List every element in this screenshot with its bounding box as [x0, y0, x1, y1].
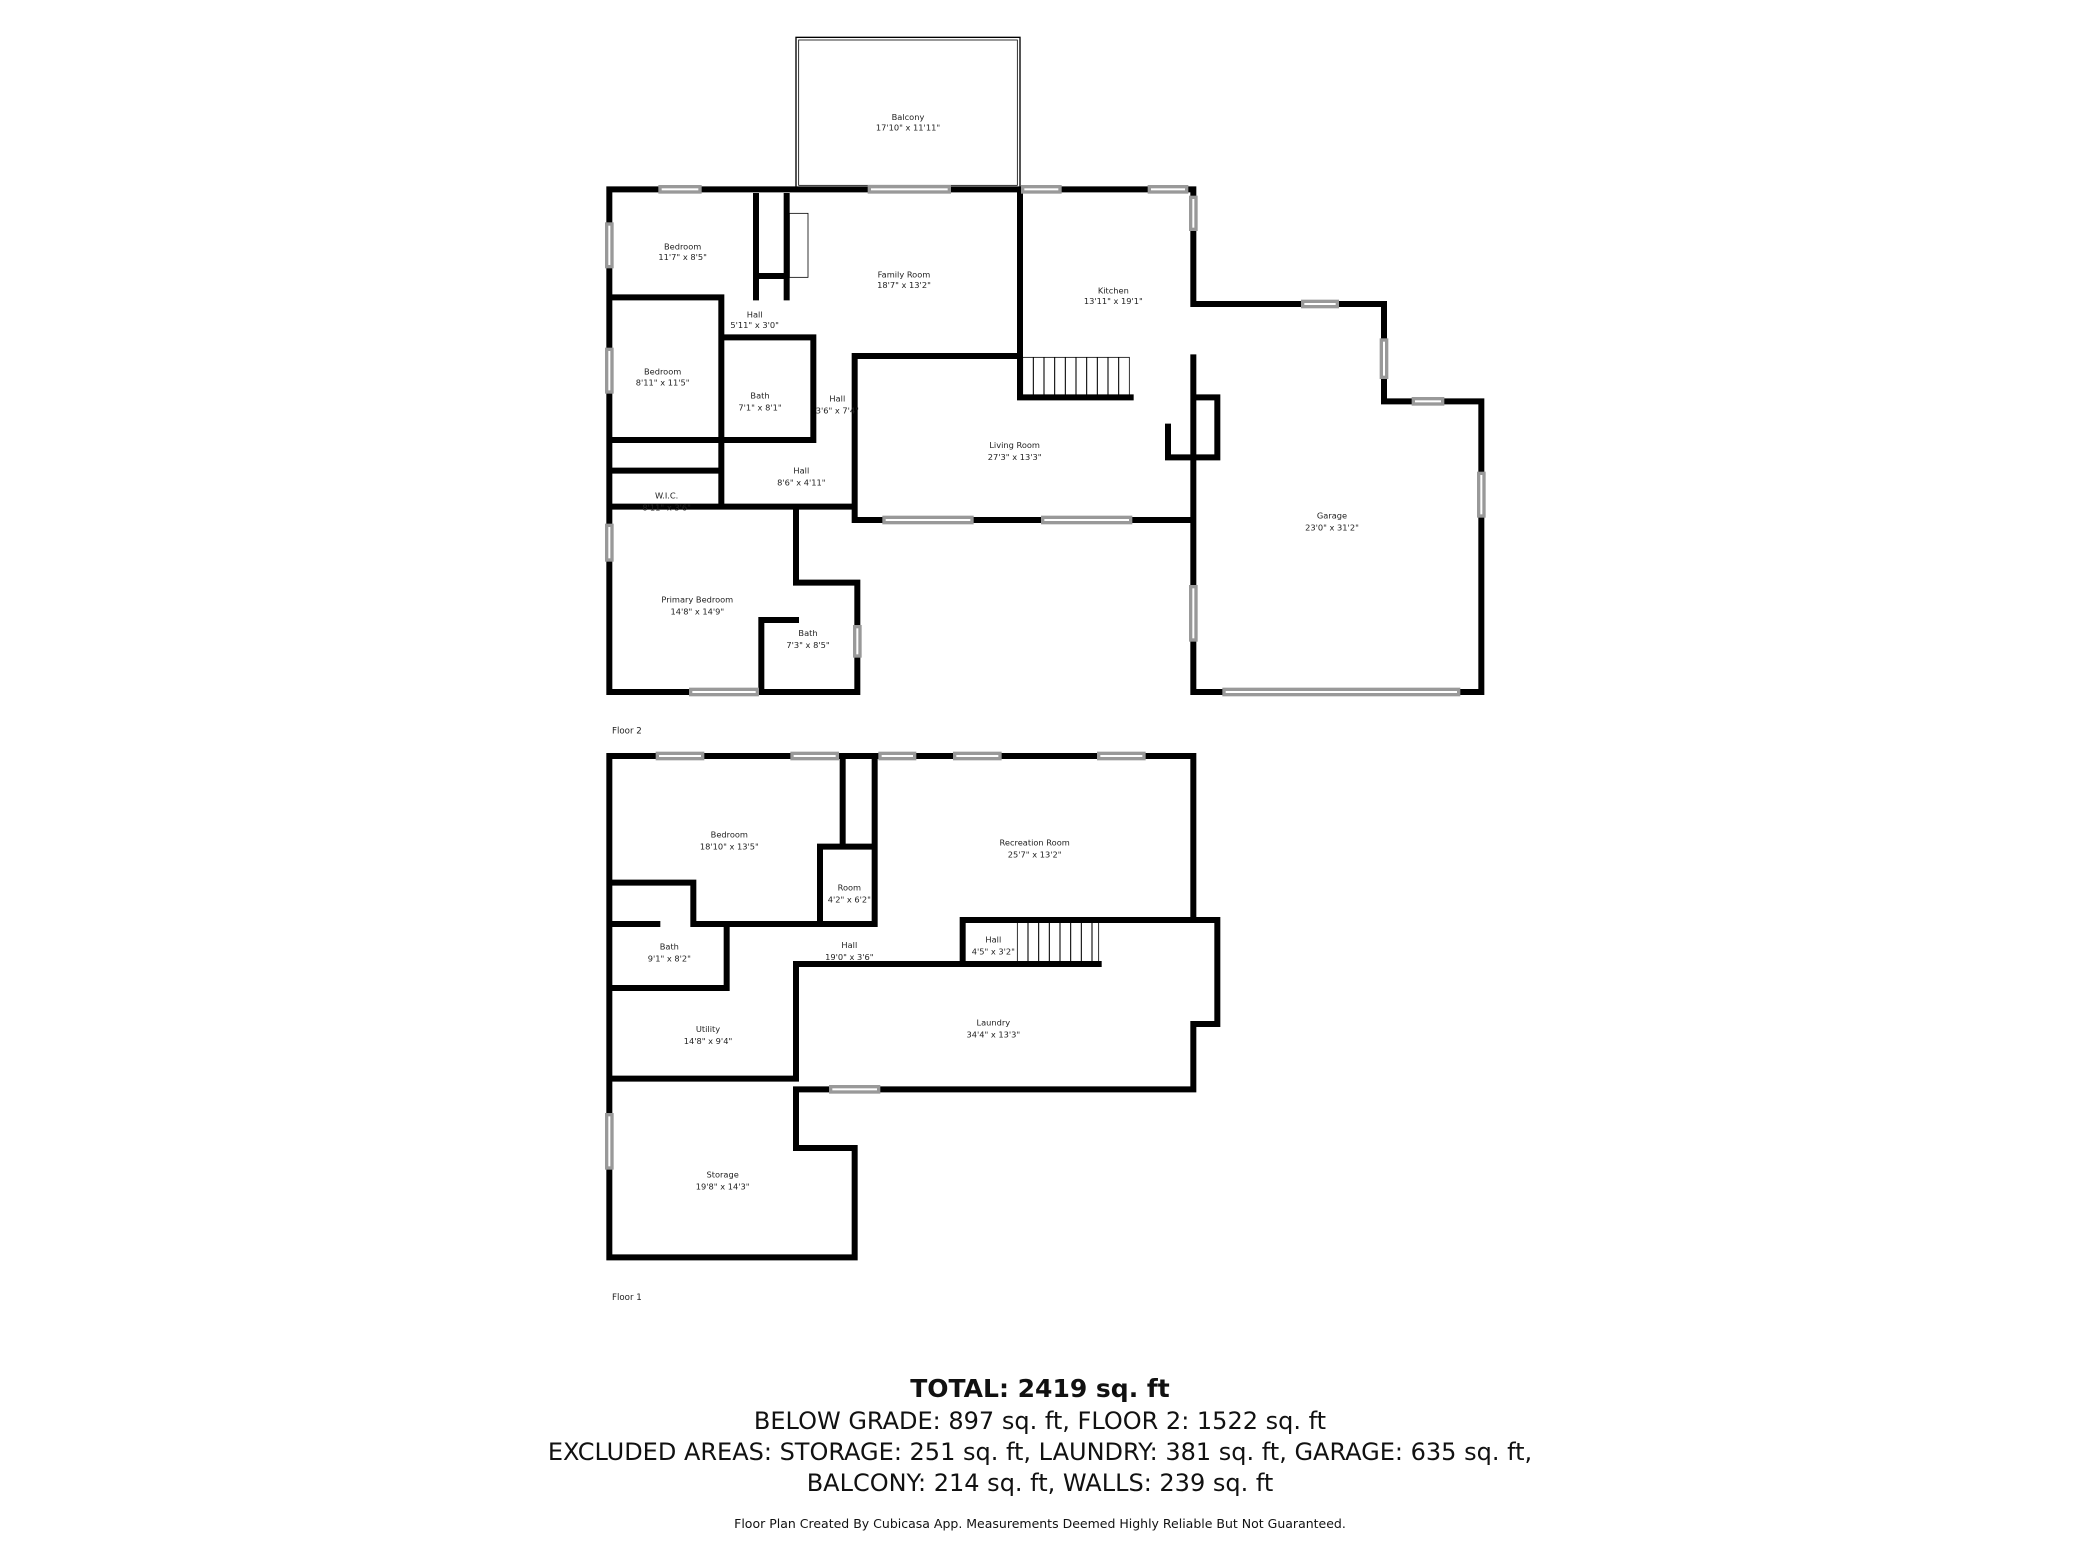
- total-area: TOTAL: 2419 sq. ft: [910, 1374, 1170, 1403]
- room-name: Hall: [793, 465, 809, 475]
- windows-floor-1: [604, 751, 1146, 1170]
- room-dims: 7'3" x 8'5": [786, 640, 829, 650]
- room-dims: 7'1" x 8'1": [738, 403, 781, 413]
- room-name: Primary Bedroom: [661, 595, 733, 605]
- floor-2-label: Floor 2: [612, 726, 642, 736]
- room-name: Living Room: [989, 440, 1040, 450]
- room-name: Hall: [985, 935, 1001, 945]
- room-dims: 3'6" x 7'4": [816, 405, 859, 415]
- room-name: Family Room: [878, 269, 931, 279]
- disclaimer: Floor Plan Created By Cubicasa App. Meas…: [734, 1516, 1346, 1531]
- room-name: W.I.C.: [655, 491, 678, 501]
- room-name: Room: [838, 883, 862, 893]
- room-dims: 14'8" x 14'9": [670, 607, 724, 617]
- room-name: Hall: [841, 940, 857, 950]
- room-name: Hall: [829, 393, 845, 403]
- excluded-areas-continued: BALCONY: 214 sq. ft, WALLS: 239 sq. ft: [806, 1469, 1274, 1497]
- room-name: Bath: [798, 628, 817, 638]
- room-dims: 8'11" x 11'5": [636, 377, 690, 387]
- room-name: Storage: [707, 1169, 739, 1179]
- floor-1-label: Floor 1: [612, 1293, 642, 1303]
- room-name: Utility: [696, 1024, 720, 1034]
- area-breakdown: BELOW GRADE: 897 sq. ft, FLOOR 2: 1522 s…: [753, 1407, 1327, 1435]
- room-dims: 14'8" x 9'4": [684, 1036, 733, 1046]
- room-dims: 4'5" x 3'2": [972, 947, 1015, 957]
- room-name: Bedroom: [664, 241, 701, 251]
- room-dims: 19'0" x 3'6": [825, 952, 874, 962]
- room-name: Kitchen: [1098, 285, 1129, 295]
- room-dims: 19'8" x 14'3": [696, 1181, 750, 1191]
- stairs-floor-1: [1016, 920, 1100, 964]
- fireplace: [788, 212, 809, 278]
- room-name: Garage: [1317, 511, 1347, 521]
- room-dims: 17'10" x 11'11": [876, 123, 940, 133]
- room-dims: 34'4" x 13'3": [966, 1029, 1020, 1039]
- room-name: Bath: [750, 391, 769, 401]
- room-name: Recreation Room: [1000, 837, 1070, 847]
- room-name: Bath: [660, 941, 679, 951]
- room-name: Hall: [747, 309, 763, 319]
- floor-2-plan: [604, 36, 1486, 697]
- room-name: Laundry: [977, 1017, 1011, 1027]
- room-labels: Balcony 17'10" x 11'11" Bedroom 11'7" x …: [612, 112, 1359, 1303]
- room-dims: 11'7" x 8'5": [658, 252, 707, 262]
- room-dims: 18'10" x 13'5": [700, 841, 759, 851]
- room-dims: 4'2" x 6'2": [828, 895, 871, 905]
- room-dims: 8'6" x 4'11": [777, 477, 826, 487]
- windows-floor-2: [604, 184, 1486, 697]
- room-name: Bedroom: [644, 367, 681, 377]
- room-dims: 5'11" x 3'0": [730, 320, 779, 330]
- room-dims: 18'7" x 13'2": [877, 280, 931, 290]
- room-name: Bedroom: [711, 829, 748, 839]
- excluded-areas: EXCLUDED AREAS: STORAGE: 251 sq. ft, LAU…: [547, 1438, 1533, 1466]
- room-dims: 9'1" x 8'2": [648, 953, 691, 963]
- floor-1-plan: [604, 751, 1221, 1261]
- stairs-floor-2: [1022, 356, 1130, 397]
- floor-1-walls: [606, 753, 1221, 1261]
- room-dims: 8'11" x 3'6": [642, 503, 691, 513]
- room-name: Balcony: [892, 112, 925, 122]
- room-dims: 27'3" x 13'3": [988, 452, 1042, 462]
- room-dims: 23'0" x 31'2": [1305, 523, 1359, 533]
- floor-2-walls: [606, 186, 1485, 695]
- room-dims: 25'7" x 13'2": [1008, 849, 1062, 859]
- room-dims: 13'11" x 19'1": [1084, 296, 1143, 306]
